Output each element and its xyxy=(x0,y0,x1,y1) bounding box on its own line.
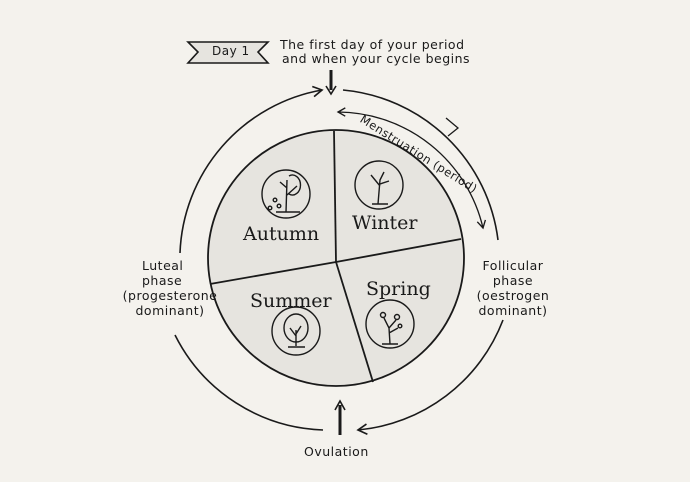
ovulation-label: Ovulation xyxy=(304,444,369,459)
luteal-line3: (progesterone xyxy=(122,288,218,303)
spring-tree-icon xyxy=(365,299,415,349)
arc-menstruation-inner xyxy=(336,107,487,230)
follicular-line3: (oestrogen xyxy=(476,288,550,303)
arc-luteal-top xyxy=(179,85,324,254)
follicular-line4: dominant) xyxy=(478,303,548,318)
luteal-line4: dominant) xyxy=(135,303,205,318)
day1-down-arrow xyxy=(325,70,337,96)
follicular-line1: Follicular xyxy=(482,258,544,273)
divider-bottom xyxy=(335,261,374,383)
luteal-label: Luteal phase (progesterone dominant) xyxy=(120,258,220,318)
follicular-line2: phase xyxy=(492,273,534,288)
day-caption-line1: The first day of your period xyxy=(280,37,465,52)
season-winter: Winter xyxy=(352,212,418,234)
day-caption-line2: and when your cycle begins xyxy=(282,51,471,66)
divider-top xyxy=(333,130,337,263)
arc-top-right-arrowhead xyxy=(445,117,460,137)
summer-tree-icon xyxy=(271,306,321,356)
season-spring: Spring xyxy=(366,278,431,300)
divider-right xyxy=(335,238,462,263)
day-badge: Day 1 xyxy=(212,44,250,58)
season-summer: Summer xyxy=(250,290,332,312)
arc-follicular-bottom xyxy=(356,319,504,436)
divider-left xyxy=(209,261,337,285)
season-autumn: Autumn xyxy=(243,223,320,245)
winter-tree-icon xyxy=(354,160,404,210)
day-banner xyxy=(186,41,270,64)
luteal-line1: Luteal xyxy=(142,258,184,273)
follicular-label: Follicular phase (oestrogen dominant) xyxy=(468,258,558,318)
autumn-tree-icon xyxy=(261,169,311,219)
ovulation-up-arrow xyxy=(334,399,346,435)
arc-luteal-bottom xyxy=(174,334,324,431)
luteal-line2: phase xyxy=(142,273,183,288)
